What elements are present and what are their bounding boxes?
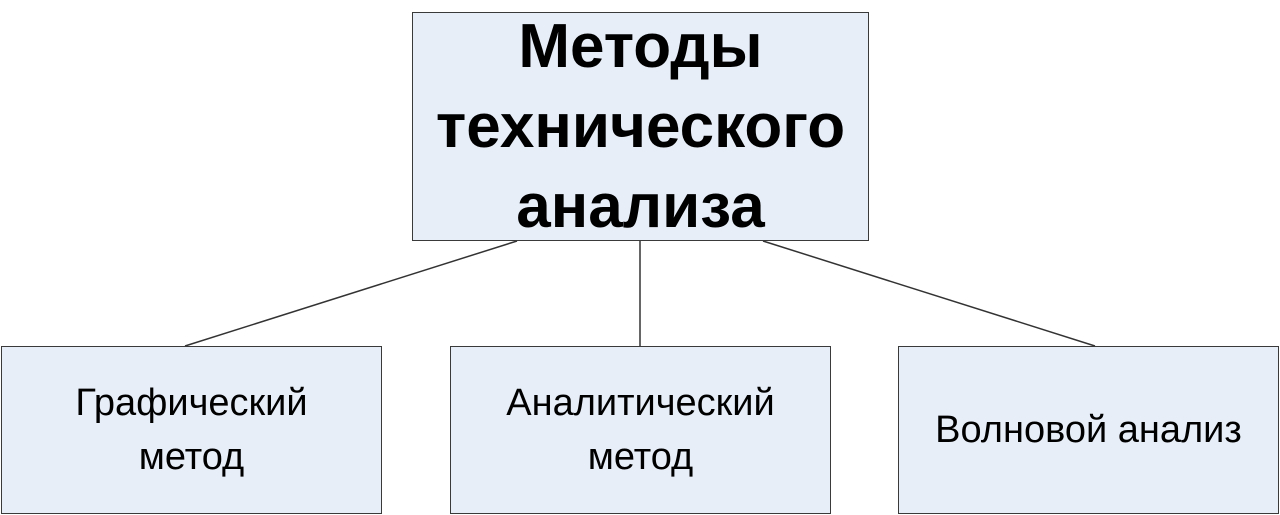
root-node: Методы технического анализа [412,12,869,241]
root-label: Методы технического анализа [435,11,846,241]
node-label: Аналитический метод [506,382,775,478]
node-wave-analysis: Волновой анализ [898,346,1279,514]
node-label: Графический метод [75,382,308,478]
node-label: Волновой анализ [935,409,1242,451]
connector-wave [762,240,1096,347]
connector-graphic [184,240,518,347]
node-analytic-method: Аналитический метод [450,346,831,514]
node-graphic-method: Графический метод [1,346,382,514]
